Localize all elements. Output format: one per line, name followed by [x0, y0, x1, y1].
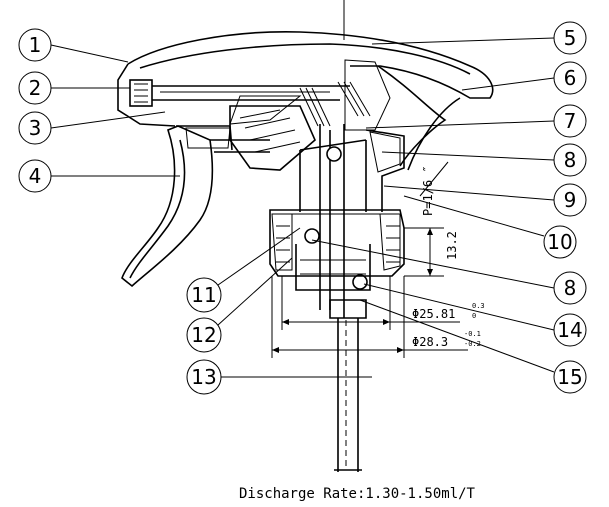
dia1-tol-upper: 0.3 — [472, 302, 485, 310]
dimensions: P=1/6 ″ 13.2 Φ25.81 0.3 0 Φ28.3 -0. — [271, 161, 485, 358]
callout-2-label: 2 — [29, 76, 42, 100]
callout-8-upper-label: 8 — [564, 148, 577, 172]
callout-14-label: 14 — [557, 318, 582, 342]
callout-6-label: 6 — [564, 66, 577, 90]
callout-12-label: 12 — [191, 323, 216, 347]
height-label: 13.2 — [445, 231, 459, 260]
dia2-value: Φ28.3 — [412, 335, 448, 349]
height-dimension: 13.2 — [404, 227, 459, 277]
dia1-tol-lower: 0 — [472, 312, 476, 320]
callout-11: 11 — [186, 227, 301, 313]
callout-12: 12 — [186, 257, 293, 353]
callout-10-label: 10 — [547, 230, 572, 254]
sprayer-body — [117, 31, 494, 472]
callout-15: 15 — [359, 299, 587, 394]
callout-11-label: 11 — [191, 283, 216, 307]
callouts-right: 5 6 7 8 9 10 — [311, 0, 587, 394]
dia1-dimension: Φ25.81 0.3 0 — [281, 276, 485, 330]
callout-9-label: 9 — [564, 188, 577, 212]
callout-8-upper: 8 — [381, 143, 587, 177]
dia2-tol-lower: -0.2 — [464, 340, 481, 348]
callout-6: 6 — [461, 61, 587, 95]
callout-13-label: 13 — [191, 365, 216, 389]
dia2-dimension: Φ28.3 -0.1 -0.2 — [271, 276, 481, 358]
callout-4: 4 — [18, 159, 180, 193]
callout-9: 9 — [383, 183, 587, 217]
callout-3: 3 — [18, 111, 166, 145]
pitch-label: P=1/6 ″ — [421, 165, 435, 216]
callout-3-label: 3 — [29, 116, 42, 140]
dia1-value: Φ25.81 — [412, 307, 455, 321]
callout-1: 1 — [18, 28, 129, 63]
discharge-rate-caption: Discharge Rate:1.30-1.50ml/T — [239, 486, 476, 502]
callout-10: 10 — [403, 195, 577, 259]
callout-15-label: 15 — [557, 365, 582, 389]
callout-13: 13 — [186, 359, 372, 395]
callout-14: 14 — [363, 283, 587, 347]
dia2-tol-upper: -0.1 — [464, 330, 481, 338]
callout-7: 7 — [365, 104, 587, 138]
callout-7-label: 7 — [564, 109, 577, 133]
callout-5: 5 — [343, 0, 587, 55]
callout-8-lower-label: 8 — [564, 276, 577, 300]
callout-4-label: 4 — [29, 164, 42, 188]
callout-2: 2 — [18, 71, 130, 105]
callout-5-label: 5 — [564, 26, 577, 50]
callout-1-label: 1 — [29, 33, 42, 57]
callout-8-lower: 8 — [311, 239, 587, 305]
callouts-left: 1 2 3 4 11 12 13 — [18, 28, 372, 395]
pitch-dimension: P=1/6 ″ — [419, 161, 449, 216]
